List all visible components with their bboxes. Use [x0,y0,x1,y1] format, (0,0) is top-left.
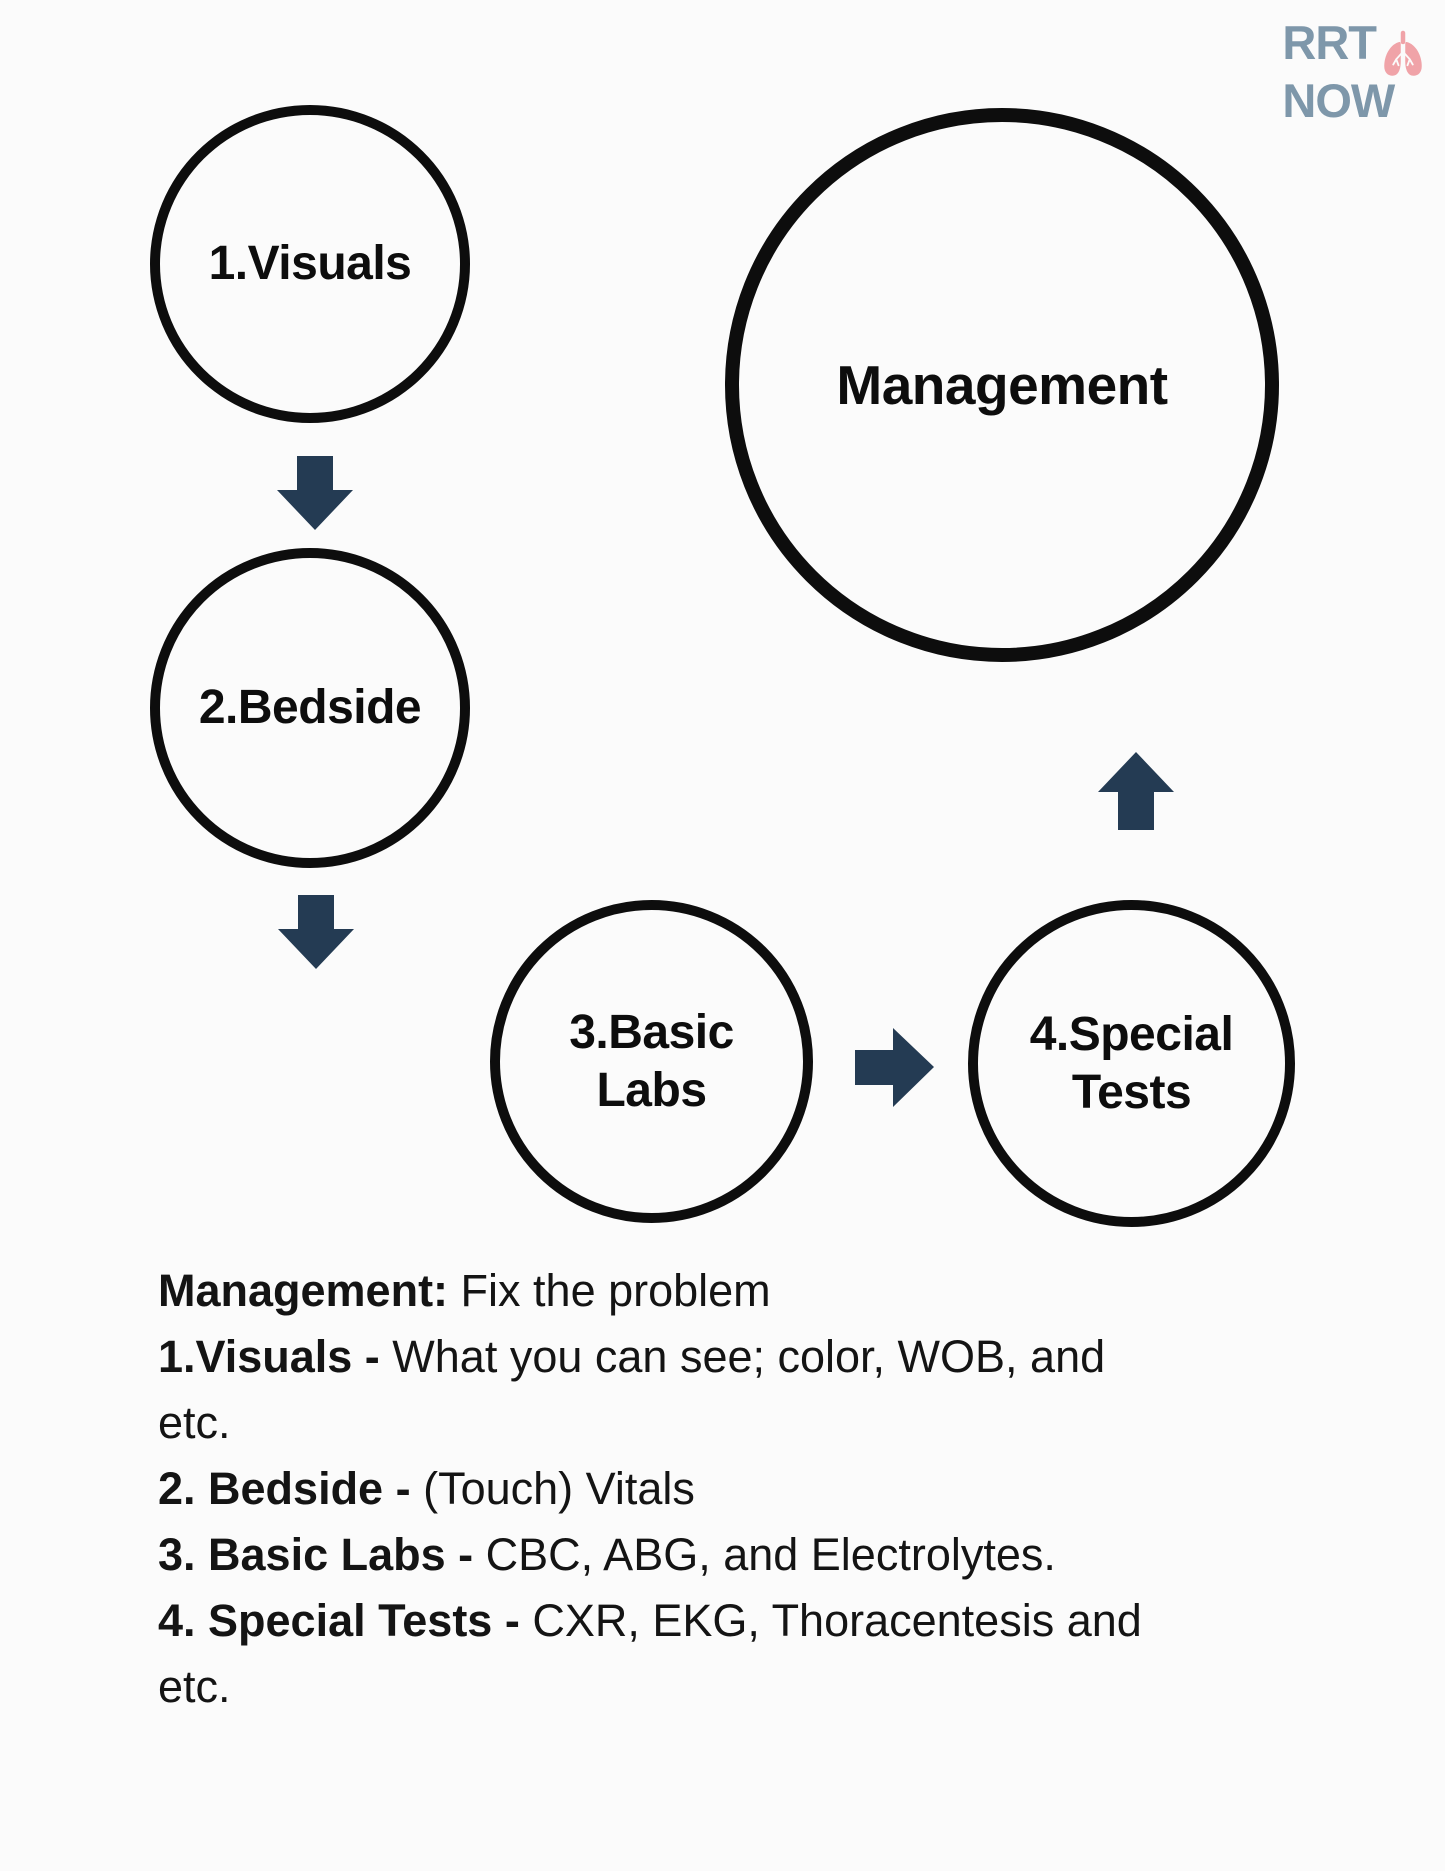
note-item-special-tests-wrap: etc. [158,1654,1308,1720]
arrow-up-special-tests-to-management-icon [1098,752,1174,830]
node-basic-labs: 3.Basic Labs [490,900,813,1223]
note-item-visuals-rest: What you can see; color, WOB, and [379,1331,1106,1382]
node-visuals-label: 1.Visuals [208,237,412,291]
lungs-icon [1384,30,1422,76]
note-item-visuals-bold: 1.Visuals - [158,1331,380,1382]
note-item-basic-labs-bold: 3. Basic Labs - [158,1529,474,1580]
management-note-rest: Fix the problem [448,1265,771,1316]
node-bedside-label: 2.Bedside [198,681,422,735]
logo-text-now: NOW [1282,74,1395,127]
node-special-tests: 4.Special Tests [968,900,1295,1227]
note-item-bedside-bold: 2. Bedside - [158,1463,411,1514]
management-note-bold: Management: [158,1265,449,1316]
note-item-visuals: 1.Visuals - What you can see; color, WOB… [158,1324,1308,1390]
note-item-basic-labs-rest: CBC, ABG, and Electrolytes. [473,1529,1056,1580]
node-bedside: 2.Bedside [150,548,470,868]
rrt-now-logo: RRT NOW [1282,16,1427,127]
node-visuals: 1.Visuals [150,105,470,423]
note-item-basic-labs: 3. Basic Labs - CBC, ABG, and Electrolyt… [158,1522,1308,1588]
notes-block: Management: Fix the problem 1.Visuals - … [158,1258,1308,1720]
note-item-special-tests-rest: CXR, EKG, Thoracentesis and [519,1595,1142,1646]
arrow-down-visuals-to-bedside-icon [277,456,353,530]
node-basic-labs-label: 3.Basic Labs [569,1005,734,1117]
note-item-bedside: 2. Bedside - (Touch) Vitals [158,1456,1308,1522]
management-note: Management: Fix the problem [158,1258,1308,1324]
logo-text-rrt: RRT [1282,16,1377,69]
note-item-special-tests: 4. Special Tests - CXR, EKG, Thoracentes… [158,1588,1308,1654]
node-management-label: Management [836,354,1168,416]
node-management: Management [725,108,1279,662]
arrow-down-bedside-to-basic-labs-icon [278,895,354,969]
arrow-right-basic-labs-to-special-tests-icon [855,1028,934,1107]
note-item-visuals-wrap-rest: etc. [158,1397,231,1448]
logo-row: RRT [1282,16,1427,78]
note-item-special-tests-wrap-rest: etc. [158,1661,231,1712]
note-item-visuals-wrap: etc. [158,1390,1308,1456]
node-special-tests-label: 4.Special Tests [1029,1007,1234,1119]
note-item-special-tests-bold: 4. Special Tests - [158,1595,520,1646]
note-item-bedside-rest: (Touch) Vitals [410,1463,695,1514]
